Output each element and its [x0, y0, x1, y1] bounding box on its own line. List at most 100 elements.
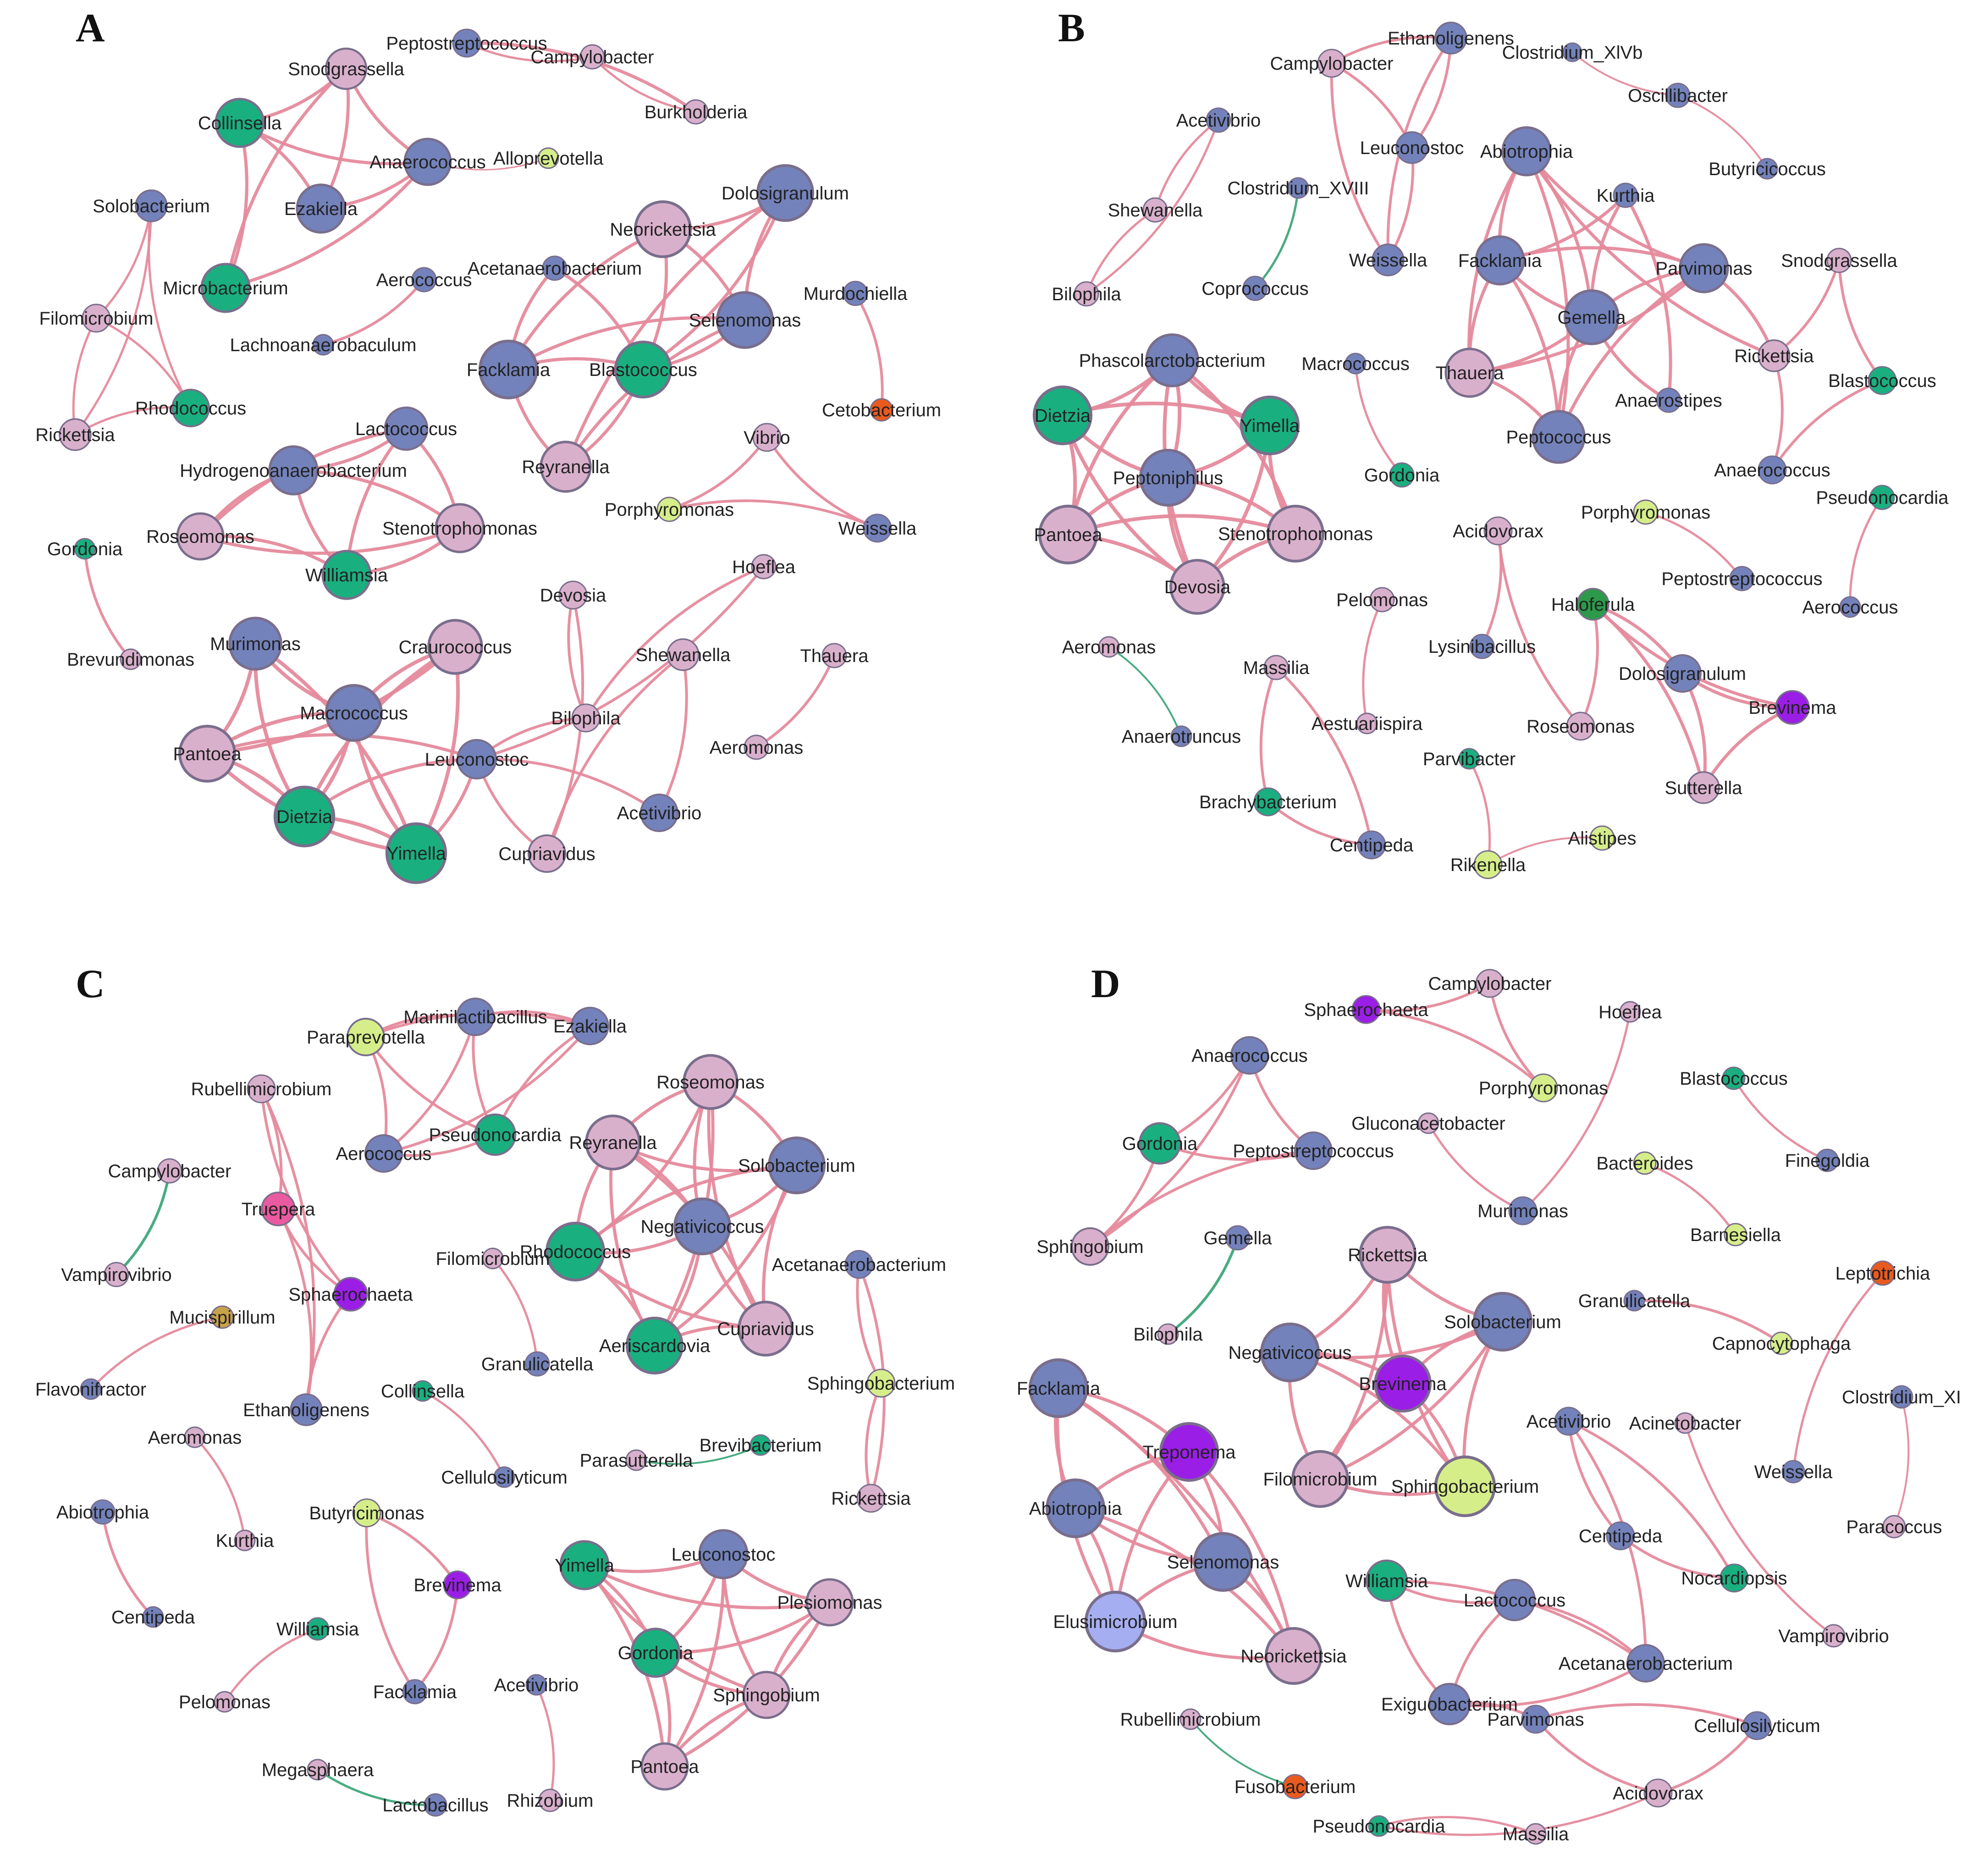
node-circle-porphyromonas: [656, 497, 682, 522]
node-lactococcus: Lactococcus: [1464, 1578, 1565, 1622]
node-granulicatella: Granulicatella: [481, 1351, 594, 1377]
node-snodgrassella: Snodgrassella: [288, 47, 405, 90]
node-pseudonocardia: Pseudonocardia: [429, 1113, 562, 1156]
node-circle-elusimicrobium: [1084, 1590, 1146, 1653]
node-label-cupriavidus: Cupriavidus: [717, 1319, 814, 1339]
node-label-lactobacillus: Lactobacillus: [382, 1795, 488, 1815]
edge-acetivibrio-centipeda: [1567, 1420, 1622, 1537]
node-label-pantoea: Pantoea: [630, 1757, 699, 1777]
node-label-pantoea: Pantoea: [1034, 525, 1102, 545]
edge-anaerococcus-sphingobium: [1089, 1054, 1251, 1248]
node-thauera: Thauera: [1436, 348, 1504, 398]
node-label-facklamia: Facklamia: [1458, 251, 1542, 271]
node-leuconostoc: Leuconostoc: [1360, 131, 1464, 164]
node-label-dolosigranulum: Dolosigranulum: [722, 183, 849, 204]
node-solobacterium: Solobacterium: [1444, 1291, 1561, 1352]
node-stenotrophomonas: Stenotrophomonas: [1218, 505, 1373, 563]
edge-clostridium_xviii-coprococcus: [1254, 187, 1300, 290]
edge-hoeflea-leuconostoc: [475, 565, 765, 761]
node-circle-rickettsia: [59, 418, 92, 451]
node-clostridium-xi: Clostridium_XI: [1842, 1385, 1961, 1409]
node-label-brevibacterium: Brevibacterium: [700, 1435, 822, 1456]
node-circle-megasphaera: [307, 1759, 329, 1781]
node-circle-kurthia: [234, 1529, 256, 1551]
node-plesiomonas: Plesiomonas: [777, 1578, 882, 1627]
node-label-pseudonocardia: Pseudonocardia: [1312, 1816, 1445, 1837]
edge-granulicatella-capnocytophaga: [1633, 1299, 1783, 1345]
panel-d-letter: D: [1091, 962, 1120, 1006]
node-dolosigranulum: Dolosigranulum: [1619, 654, 1746, 693]
node-rikenella: Rikenella: [1450, 850, 1526, 879]
node-circle-devosia: [558, 580, 588, 610]
node-label-lachnoanaerobaculum: Lachnoanaerobaculum: [230, 335, 417, 355]
node-label-gordonia: Gordonia: [47, 539, 123, 559]
node-circle-leuconostoc: [456, 739, 497, 780]
node-circle-filomicrobium: [82, 303, 111, 333]
node-clostridium-xlvb: Clostridium_XlVb: [1502, 42, 1642, 63]
node-acidovorax: Acidovorax: [1453, 516, 1543, 546]
node-label-facklamia: Facklamia: [467, 360, 551, 380]
node-circle-neorickettsia: [1265, 1627, 1323, 1685]
node-circle-parasutterella: [625, 1449, 647, 1471]
node-bacteroides: Bacteroides: [1596, 1151, 1693, 1175]
node-circle-hoeflea: [751, 554, 777, 579]
node-label-gemella: Gemella: [1558, 308, 1626, 328]
node-circle-barnesiella: [1724, 1223, 1747, 1247]
node-label-acetivibrio: Acetivibrio: [494, 1675, 579, 1695]
node-label-williamsia: Williamsia: [276, 1619, 359, 1639]
node-label-anaerotruncus: Anaerotruncus: [1122, 727, 1241, 747]
node-circle-clostridium-xlvb: [1562, 42, 1582, 62]
node-circle-massilia: [1525, 1823, 1547, 1845]
node-circle-microbacterium: [200, 263, 251, 313]
node-rhizobium: Rhizobium: [507, 1788, 593, 1812]
node-label-parvimonas: Parvimonas: [1655, 259, 1752, 279]
edge-porphyromonas-peptostreptococcus: [1644, 511, 1743, 580]
node-macrococcus: Macrococcus: [300, 684, 408, 742]
node-abiotrophia: Abiotrophia: [56, 1499, 149, 1525]
edge-thauera-aeromonas: [755, 654, 836, 749]
node-circle-parvimonas: [1521, 1705, 1550, 1734]
node-label-gordonia: Gordonia: [1122, 1134, 1198, 1154]
node-label-snodgrassella: Snodgrassella: [288, 59, 404, 79]
node-label-sphingobium: Sphingobium: [713, 1685, 820, 1705]
node-label-parvibacter: Parvibacter: [1423, 749, 1516, 769]
node-circle-hoeflea: [1619, 1001, 1641, 1023]
edge-clostridium_xi-paracoccus: [1893, 1396, 1910, 1528]
node-lactobacillus: Lactobacillus: [382, 1793, 489, 1817]
node-label-rickettsia: Rickettsia: [35, 425, 115, 445]
node-circle-lactococcus: [1493, 1578, 1536, 1622]
node-bilophila: Bilophila: [1052, 281, 1121, 307]
node-aeromonas: Aeromonas: [148, 1426, 242, 1448]
node-label-collinsella: Collinsella: [198, 113, 282, 133]
edge-campylobacter-weissella: [1330, 62, 1389, 261]
node-label-paracoccus: Paracoccus: [1846, 1517, 1942, 1537]
node-circle-rhodococcus: [545, 1221, 606, 1282]
node-circle-reyranella: [540, 441, 592, 493]
node-label-brevinema: Brevinema: [1359, 1374, 1447, 1394]
node-sphingobacterium: Sphingobacterium: [807, 1368, 955, 1398]
node-reyranella: Reyranella: [569, 1115, 657, 1170]
node-label-reyranella: Reyranella: [569, 1133, 657, 1153]
node-circle-collinsella: [412, 1380, 434, 1402]
node-capnocytophaga: Capnocytophaga: [1712, 1331, 1851, 1355]
node-dolosigranulum: Dolosigranulum: [722, 164, 849, 222]
node-label-murimonas: Murimonas: [1477, 1201, 1568, 1221]
node-label-paraprevotella: Paraprevotella: [307, 1027, 425, 1048]
node-label-snodgrassella: Snodgrassella: [1781, 251, 1897, 271]
node-circle-centipeda: [1357, 830, 1386, 860]
node-facklamia: Facklamia: [467, 339, 551, 400]
node-circle-gluconacetobacter: [1417, 1112, 1439, 1134]
node-circle-exiguobacterium: [1428, 1683, 1471, 1726]
node-label-craurococcus: Craurococcus: [399, 637, 512, 657]
node-circle-brachybacterium: [1253, 787, 1283, 817]
node-circle-pseudonocardia: [474, 1113, 517, 1156]
edge-ezakiella-aerococcus: [382, 1025, 591, 1155]
node-circle-peptoniphilus: [1139, 449, 1197, 507]
node-circle-craurococcus: [427, 619, 483, 675]
node-circle-solobacterium: [768, 1137, 826, 1194]
edge-dolosigranulum-reyranella: [564, 191, 787, 469]
edge-blastococcus-anaerococcus: [1771, 379, 1884, 471]
node-acetanaerobacterium: Acetanaerobacterium: [772, 1250, 946, 1279]
node-circle-marinilactibacillus: [456, 998, 495, 1036]
node-label-pseudonocardia: Pseudonocardia: [1816, 488, 1949, 508]
